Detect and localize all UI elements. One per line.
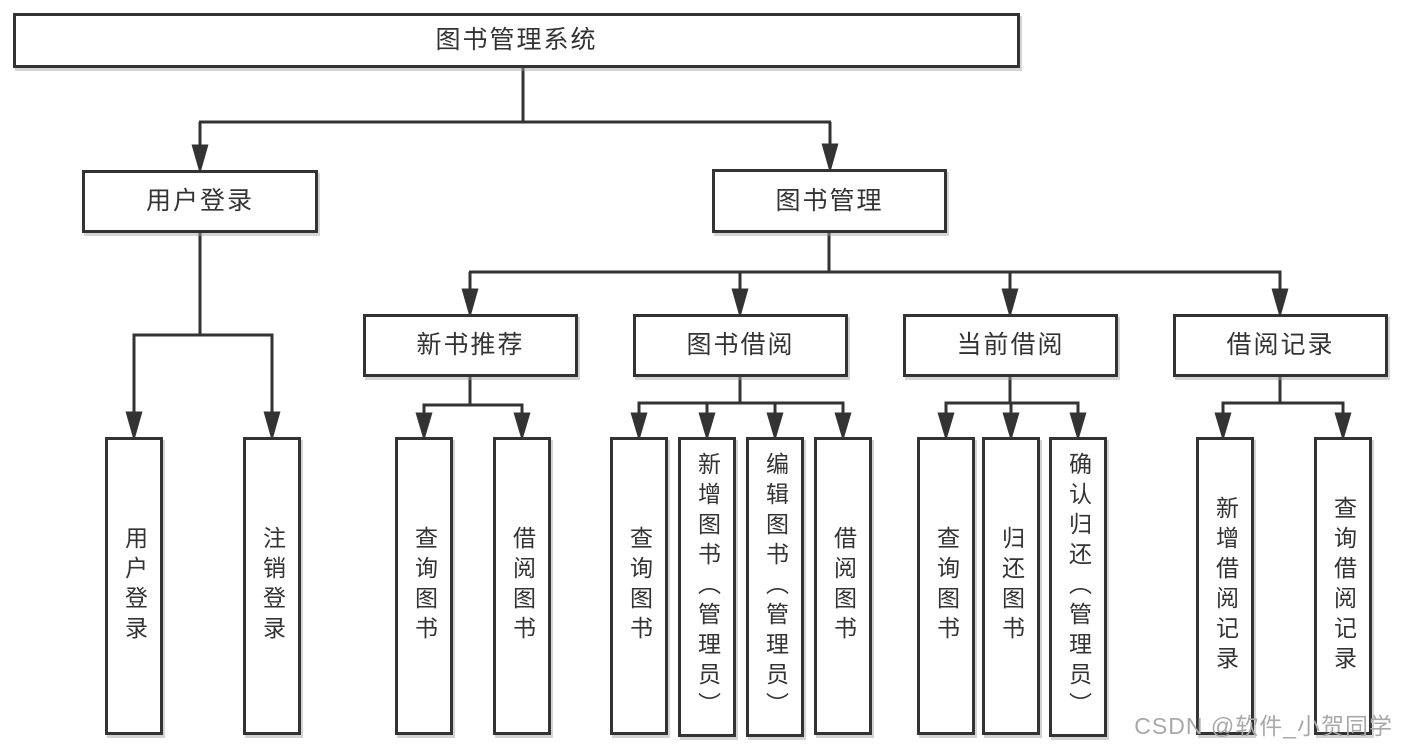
connector-mgmt-to-level3 xyxy=(461,233,1289,319)
node-leaf-records-add: 新增借阅记录 xyxy=(1196,437,1254,735)
connector-borrow-to-children xyxy=(630,377,852,442)
node-borrow-records: 借阅记录 xyxy=(1173,314,1388,377)
node-system-root: 图书管理系统 xyxy=(13,13,1020,68)
csdn-watermark: CSDN @软件_小贺同学 xyxy=(1134,713,1393,739)
connector-login-to-children xyxy=(125,233,281,442)
connector-root-to-level2 xyxy=(191,67,839,175)
node-leaf-newbook-borrow: 借阅图书 xyxy=(493,437,551,735)
node-leaf-records-query: 查询借阅记录 xyxy=(1314,437,1372,735)
node-leaf-logout: 注销登录 xyxy=(243,437,301,735)
connector-current-to-children xyxy=(937,377,1087,442)
node-leaf-borrow-edit-admin: 编辑图书（管理员） xyxy=(746,437,804,737)
node-book-borrow: 图书借阅 xyxy=(633,314,848,377)
node-leaf-borrow-query: 查询图书 xyxy=(610,437,668,735)
node-leaf-current-return: 归还图书 xyxy=(982,437,1040,735)
node-book-management: 图书管理 xyxy=(712,169,947,233)
node-new-book-recommend: 新书推荐 xyxy=(363,314,578,377)
node-leaf-borrow-borrow: 借阅图书 xyxy=(814,437,872,735)
node-leaf-user-login: 用户登录 xyxy=(105,437,163,735)
node-user-login: 用户登录 xyxy=(82,170,318,233)
node-current-borrow: 当前借阅 xyxy=(903,314,1118,377)
node-leaf-current-confirm-admin: 确认归还（管理员） xyxy=(1049,437,1107,737)
node-leaf-newbook-query: 查询图书 xyxy=(395,437,453,735)
node-leaf-current-query: 查询图书 xyxy=(917,437,975,735)
connector-newbook-to-children xyxy=(415,377,531,442)
connector-records-to-children xyxy=(1214,377,1352,442)
node-leaf-borrow-add-admin: 新增图书（管理员） xyxy=(678,437,736,737)
